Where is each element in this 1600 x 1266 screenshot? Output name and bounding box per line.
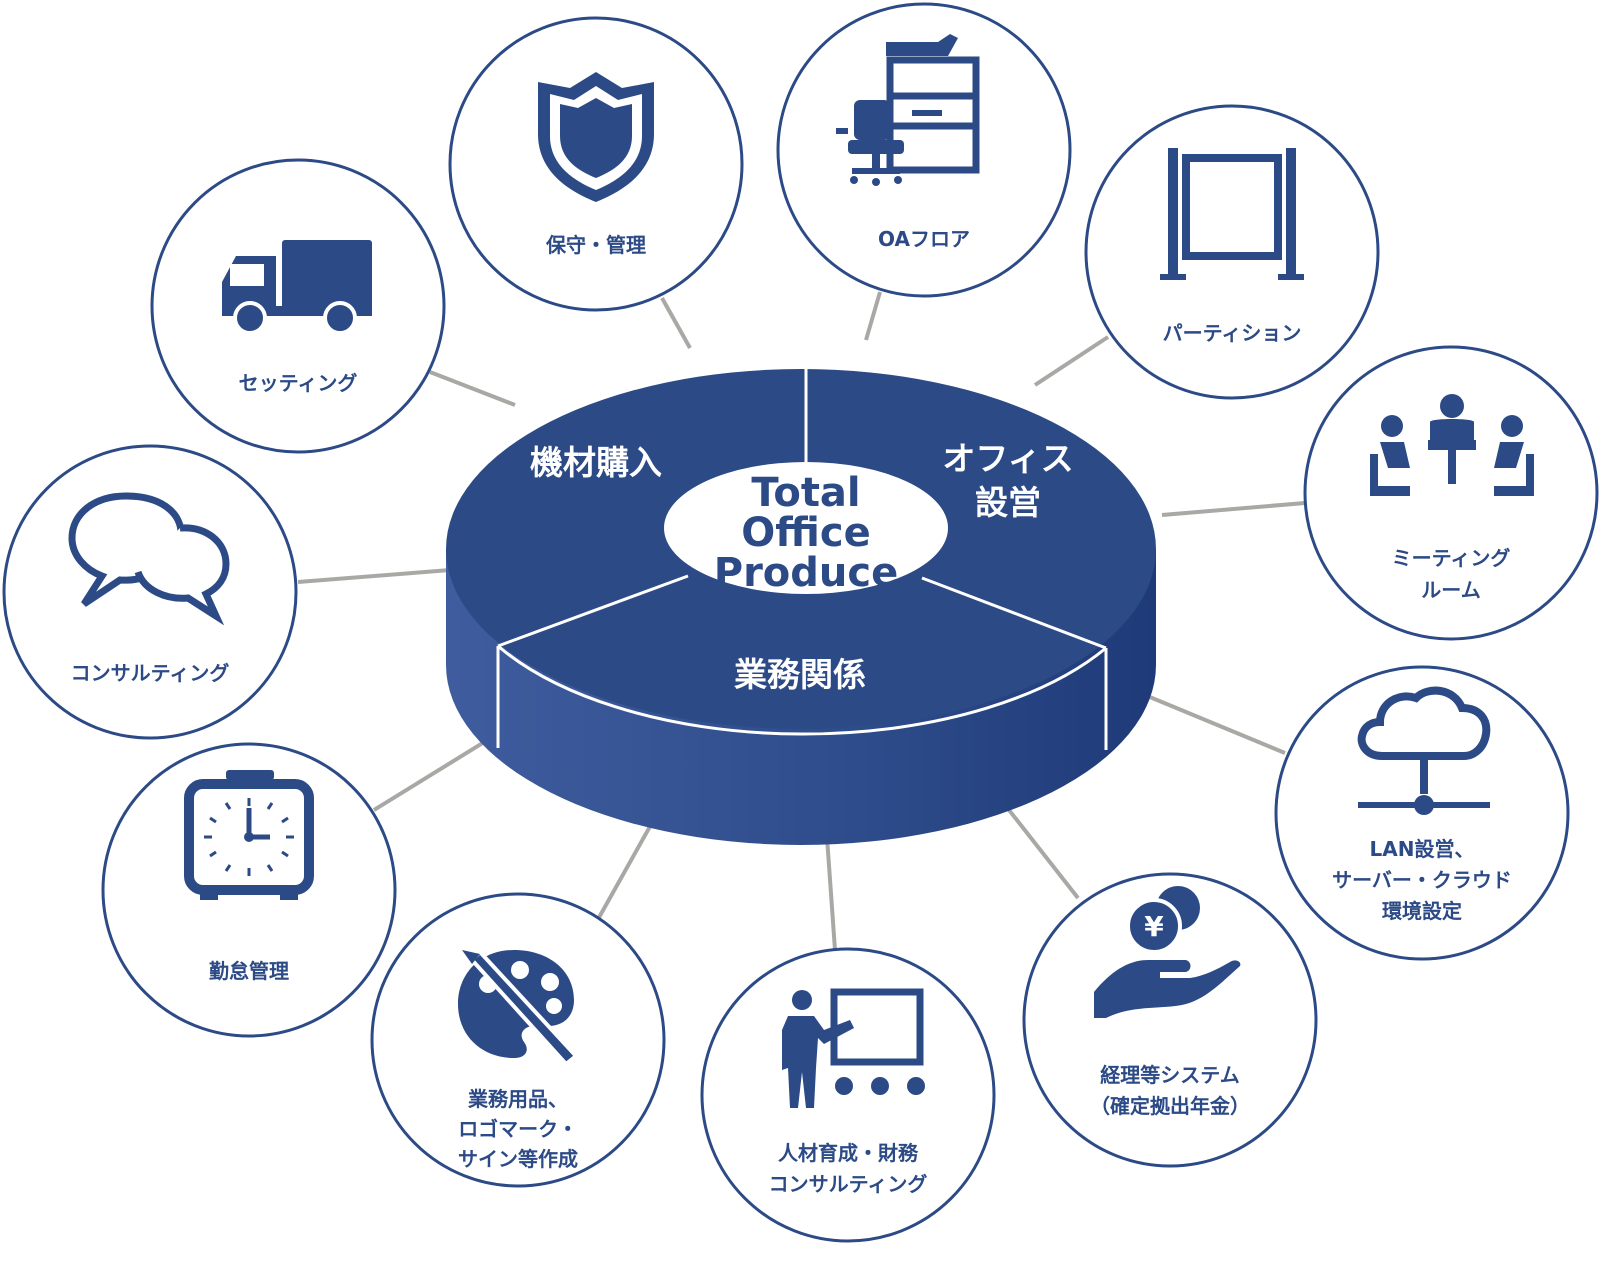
- center-title-line-2: Office: [741, 510, 870, 556]
- pie-divider-right: [921, 576, 1107, 650]
- connector-meeting-room: [1161, 501, 1306, 517]
- office-equipment-icon: [836, 34, 980, 186]
- node-circle-meeting-room: [1303, 345, 1599, 641]
- pie-rim-front: [497, 644, 1107, 736]
- pie-chart: Total Office Produce 機材購入 オフィス 設営 業務関係: [446, 342, 1156, 845]
- meeting-icon: [1370, 394, 1534, 496]
- connector-maintenance: [660, 297, 692, 349]
- speech-bubbles-icon: [68, 492, 230, 626]
- connector-setting: [429, 370, 516, 407]
- center-ellipse: [664, 462, 948, 594]
- connector-partition: [1033, 335, 1110, 387]
- connector-consulting: [297, 568, 451, 584]
- node-label-attendance: 勤怠管理: [209, 959, 289, 983]
- node-label-hr-line-2: コンサルティング: [769, 1172, 928, 1196]
- clock-icon: [184, 770, 314, 900]
- node-label-oa-floor: OAフロア: [878, 227, 970, 251]
- yen-glyph: ¥: [1144, 910, 1164, 943]
- center-title-line-1: Total: [751, 470, 860, 516]
- segment-label-equipment: 機材購入: [530, 443, 662, 482]
- node-label-accounting-line-2: （確定拠出年金）: [1090, 1094, 1250, 1118]
- connector-lan: [1127, 686, 1286, 755]
- node-label-supplies-line-2: ロゴマーク・: [458, 1117, 578, 1141]
- cloud-network-icon: [1357, 686, 1491, 815]
- node-label-accounting-line-1: 経理等システム: [1100, 1063, 1239, 1087]
- center-title-line-3: Produce: [714, 550, 898, 596]
- node-label-hr-line-1: 人材育成・財務: [778, 1141, 919, 1165]
- node-label-lan-line-3: 環境設定: [1382, 899, 1462, 923]
- segment-label-office-line-1: オフィス: [942, 439, 1073, 478]
- shield-icon: [538, 72, 654, 202]
- node-label-supplies-line-1: 業務用品、: [468, 1087, 568, 1111]
- node-label-lan-line-2: サーバー・クラウド: [1332, 868, 1512, 892]
- node-label-meeting-room-line-2: ルーム: [1421, 578, 1480, 602]
- segment-label-office-line-2: 設営: [975, 483, 1041, 522]
- truck-icon: [222, 240, 372, 335]
- segment-label-business: 業務関係: [734, 655, 866, 694]
- palette-icon: [458, 949, 579, 1067]
- connector-oa-floor: [864, 291, 882, 341]
- node-circle-oa-floor: [776, 2, 1072, 298]
- hand-coin-icon: ¥: [1094, 886, 1241, 1018]
- pie-divider-left: [497, 574, 689, 648]
- node-label-maintenance: 保守・管理: [545, 233, 646, 257]
- node-label-setting: セッティング: [239, 371, 358, 395]
- node-label-lan-line-1: LAN設営、: [1370, 837, 1475, 861]
- node-label-meeting-room-line-1: ミーティング: [1392, 546, 1511, 570]
- node-label-partition: パーティション: [1163, 321, 1302, 345]
- node-label-supplies-line-3: サイン等作成: [458, 1147, 578, 1171]
- presentation-icon: [782, 988, 925, 1108]
- node-circle-accounting: [1022, 872, 1318, 1168]
- node-label-consulting: コンサルティング: [71, 661, 230, 685]
- partition-icon: [1160, 148, 1304, 280]
